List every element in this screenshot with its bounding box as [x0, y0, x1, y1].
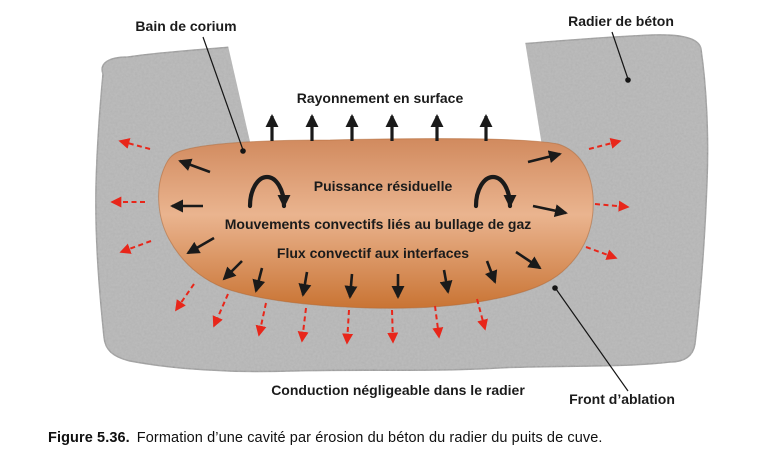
convection-loop-left-icon	[247, 174, 291, 209]
flux-arrow	[439, 269, 453, 294]
ablation-arrow	[297, 307, 309, 343]
flux-arrow	[484, 260, 498, 284]
label-front-ablation: Front d’ablation	[569, 391, 675, 407]
label-flux-convectif: Flux convectif aux interfaces	[277, 245, 469, 261]
ablation-arrow	[342, 309, 354, 345]
leader-lines	[202, 31, 631, 392]
ablation-arrow	[594, 200, 630, 212]
flux-arrow	[532, 204, 568, 218]
flux-arrow	[178, 158, 211, 174]
figure-caption-label: Figure 5.36.	[48, 430, 130, 446]
ablation-arrow	[476, 298, 488, 331]
radiation-arrows	[265, 114, 493, 141]
ablation-front-arrows	[110, 138, 630, 345]
flux-arrow	[252, 267, 266, 293]
label-radier-de-beton: Radier de béton	[568, 13, 674, 29]
ablation-arrow	[212, 293, 229, 328]
label-mouvements-convectifs: Mouvements convectifs liés au bullage de…	[225, 216, 532, 232]
ablation-arrow	[255, 302, 267, 337]
label-puissance-residuelle: Puissance résiduelle	[314, 178, 453, 194]
ablation-arrow	[432, 305, 444, 339]
figure-caption: Figure 5.36. Formation d’une cavité par é…	[48, 430, 728, 446]
convection-loop-right-icon	[473, 174, 517, 209]
flux-arrow	[222, 260, 243, 281]
flux-arrow	[298, 271, 312, 297]
leader-radier-de-beton	[611, 31, 629, 80]
figure-diagram: Bain de corium Radier de béton Rayonneme…	[95, 13, 709, 407]
convection-loop-icons	[247, 174, 517, 209]
ablation-arrow	[175, 283, 195, 312]
leader-dot	[625, 77, 631, 83]
label-rayonnement-en-surface: Rayonnement en surface	[297, 90, 464, 106]
ablation-arrow	[118, 138, 151, 150]
flux-arrow	[344, 273, 358, 299]
interface-flux-arrows	[170, 150, 568, 299]
label-conduction-negligeable: Conduction négligeable dans le radier	[271, 382, 525, 398]
ablation-arrow	[119, 240, 152, 254]
leader-dot	[240, 148, 246, 154]
flux-arrow	[186, 236, 215, 255]
ablation-arrow	[387, 309, 399, 344]
leader-front-ablation	[555, 288, 629, 392]
figure-caption-text: Formation d’une cavité par érosion du bé…	[136, 430, 603, 446]
reactor-pit-opening	[226, 35, 542, 146]
flux-arrow	[527, 150, 562, 164]
leader-dot	[552, 285, 558, 291]
leader-bain-de-corium	[202, 36, 244, 151]
label-bain-de-corium: Bain de corium	[135, 18, 236, 34]
ablation-arrow	[588, 138, 622, 150]
flux-arrow	[515, 250, 542, 270]
ablation-arrow	[585, 246, 618, 260]
